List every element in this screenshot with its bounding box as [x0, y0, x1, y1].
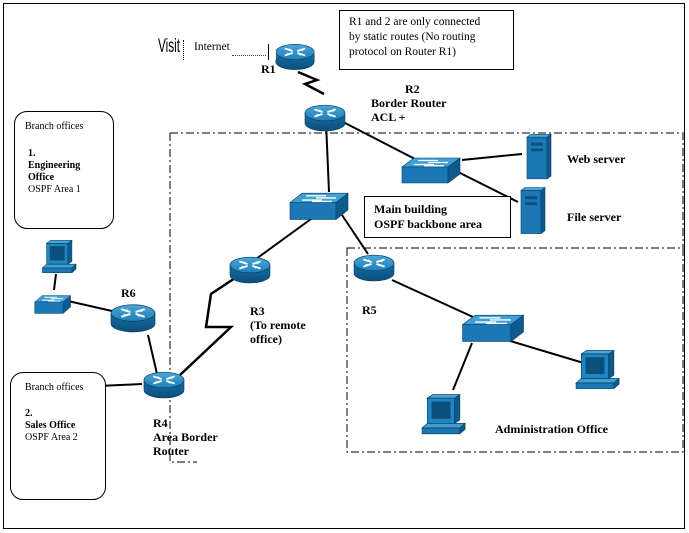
main-building-boundary — [169, 132, 684, 463]
router-r6 — [110, 303, 156, 333]
link-switch-pc-branch1 — [53, 273, 57, 291]
pc-admin2-icon — [575, 349, 620, 390]
branch2-name: Sales Office — [25, 420, 76, 431]
r3-label: R3 — [250, 304, 265, 318]
note-line-1: R1 and 2 are only connected — [349, 16, 481, 28]
internet-underline — [232, 55, 266, 57]
link-r3-r4-serial — [179, 276, 236, 376]
switch-core — [289, 192, 349, 221]
pc-admin1-icon — [421, 394, 466, 435]
r4-role-line-2: Router — [153, 444, 189, 458]
r2-role-label: Border Router — [371, 96, 447, 110]
links — [53, 70, 588, 391]
router-r2 — [304, 104, 346, 132]
r2-label: R2 — [405, 82, 420, 96]
r5-label: R5 — [362, 303, 377, 317]
note-line-3: protocol on Router R1) — [349, 46, 456, 58]
branch2-number: 2. — [25, 408, 33, 419]
link-switch-web-server — [461, 153, 523, 161]
main-building-line-2: OSPF backbone area — [374, 217, 483, 231]
static-routes-note: R1 and 2 are only connected by static ro… — [339, 10, 514, 70]
note-line-2: by static routes (No routing — [349, 31, 476, 43]
r6-label: R6 — [121, 286, 136, 300]
visit-text: Visit — [158, 36, 181, 57]
admin-office-label: Administration Office — [495, 422, 608, 436]
web-server-icon — [526, 133, 552, 180]
link-admin-switch-pc2 — [506, 339, 588, 365]
switch-admin — [461, 314, 525, 343]
branch-office-2-card: Branch offices 2. Sales Office OSPF Area… — [10, 372, 106, 500]
r2-acl-label: ACL + — [371, 110, 406, 124]
branch1-area: OSPF Area 1 — [28, 184, 81, 195]
r1-label: R1 — [261, 62, 276, 76]
router-r1 — [274, 43, 316, 71]
r3-desc-line-1: (To remote — [250, 318, 306, 332]
file-server-icon — [520, 187, 546, 235]
r4-label: R4 — [153, 416, 168, 430]
internet-label: Internet — [194, 41, 230, 53]
pc-branch1-icon — [41, 239, 77, 274]
branch-office-1-card: Branch offices 1. Engineering Office OSP… — [14, 111, 114, 229]
link-r1-r2-serial — [297, 70, 325, 96]
branch1-name-line-2: Office — [28, 172, 55, 183]
outer-frame — [3, 3, 685, 529]
link-r6-switch — [67, 300, 113, 312]
router-r5 — [353, 254, 395, 282]
r3-desc-line-2: office) — [250, 332, 282, 346]
admin-office-boundary — [346, 247, 684, 453]
link-r2-core-switch — [325, 121, 330, 193]
link-r5-admin-switch — [391, 279, 485, 323]
r4-role-line-1: Area Border — [153, 430, 218, 444]
branch2-title: Branch offices — [25, 382, 84, 393]
branch2-area: OSPF Area 2 — [25, 432, 78, 443]
router-r4 — [143, 371, 185, 399]
router-r3 — [229, 256, 271, 284]
internet-cursor-mark — [264, 44, 269, 60]
switch-server — [401, 157, 461, 184]
web-server-label: Web server — [567, 152, 626, 166]
file-server-label: File server — [567, 210, 622, 224]
main-building-line-1: Main building — [374, 202, 448, 216]
branch1-number: 1. — [28, 148, 36, 159]
link-r2-server-switch — [344, 122, 416, 160]
link-core-switch-r5 — [339, 211, 369, 255]
branch1-name-line-1: Engineering — [28, 160, 81, 171]
link-r4-branch2 — [98, 383, 143, 387]
link-r6-r4 — [147, 334, 158, 375]
main-building-label-box: Main building OSPF backbone area — [364, 196, 511, 238]
branch1-title: Branch offices — [25, 121, 84, 132]
link-admin-switch-pc1 — [452, 342, 473, 391]
switch-branch1 — [34, 295, 72, 314]
